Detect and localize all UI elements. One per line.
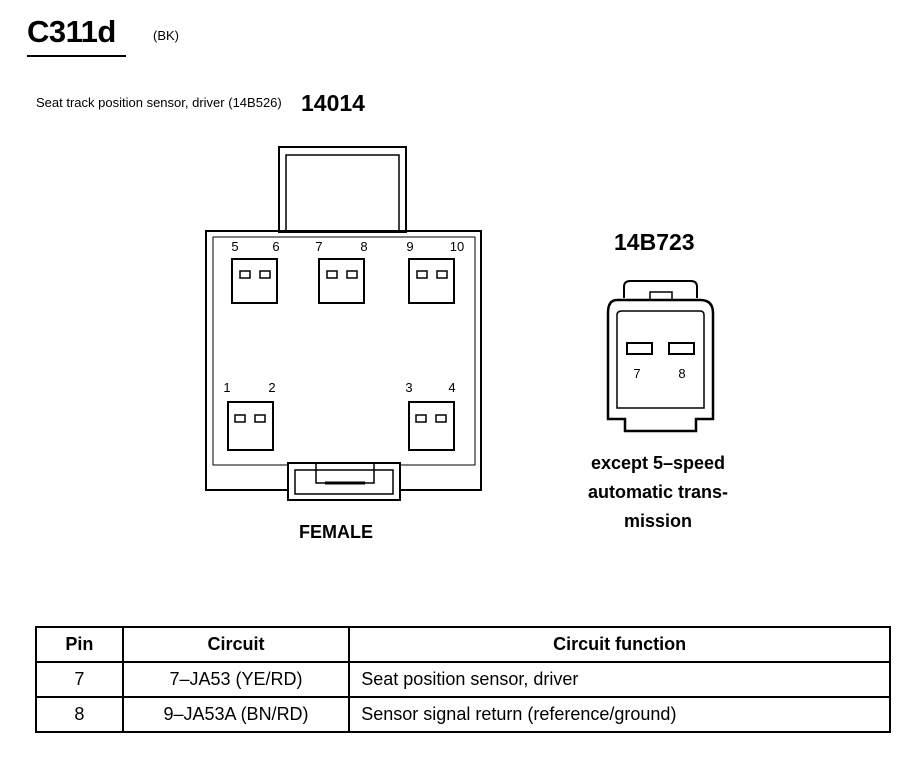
- pin-cell: 8: [35, 696, 124, 733]
- column-header-pin: Pin: [35, 626, 124, 663]
- pin-number-label: 8: [360, 239, 367, 254]
- alt-connector-inner: [616, 310, 705, 409]
- connector-gender-label: FEMALE: [299, 522, 373, 542]
- alt-pin-cavity-7: [626, 342, 653, 355]
- main-connector-top-latch-inner: [285, 154, 400, 233]
- table-header-row: Pin Circuit Circuit function: [35, 626, 891, 663]
- note-line: automatic trans-: [587, 482, 729, 502]
- table-row: 7 7–JA53 (YE/RD) Seat position sensor, d…: [35, 661, 891, 698]
- pin-number-label: 9: [406, 239, 413, 254]
- pin-number-label: 1: [223, 380, 230, 395]
- description-line: Seat track position: [36, 95, 143, 110]
- column-header-circuit: Circuit: [121, 626, 351, 663]
- description-line: sensor, driver: [146, 95, 225, 110]
- alt-connector-part-number: 14B723: [614, 229, 695, 255]
- note-line: mission: [623, 511, 693, 531]
- pin-number-label: 3: [405, 380, 412, 395]
- main-connector-inner-frame: [212, 236, 476, 466]
- circuit-cell: 7–JA53 (YE/RD): [121, 661, 351, 698]
- pin-number-label: 4: [448, 380, 455, 395]
- pin-cavity-7-8: [318, 258, 365, 304]
- connector-description: Seat track position sensor, driver (14B5…: [36, 92, 282, 114]
- circuit-cell: 9–JA53A (BN/RD): [121, 696, 351, 733]
- pin-cell: 7: [35, 661, 124, 698]
- main-connector-lock-tab-inner: [294, 469, 394, 495]
- note-line: except 5–speed: [590, 453, 726, 473]
- description-line: (14B526): [228, 95, 282, 110]
- main-connector-part-number: 14014: [301, 90, 365, 116]
- main-connector-top-latch: [278, 146, 407, 233]
- alt-connector-body: [606, 298, 715, 433]
- alt-pin-number-label: 7: [633, 366, 640, 381]
- table-row: 8 9–JA53A (BN/RD) Sensor signal return (…: [35, 696, 891, 733]
- connector-id: C311d: [27, 14, 116, 49]
- pin-number-label: 5: [231, 239, 238, 254]
- main-connector-face: [205, 146, 482, 501]
- column-header-circuit-function: Circuit function: [348, 626, 891, 663]
- circuit-function-cell: Seat position sensor, driver: [348, 661, 891, 698]
- alt-connector-face: [606, 280, 715, 433]
- pin-cavity-3-4: [408, 401, 455, 451]
- alt-pin-number-label: 8: [678, 366, 685, 381]
- pin-number-label: 2: [268, 380, 275, 395]
- circuit-function-cell: Sensor signal return (reference/ground): [348, 696, 891, 733]
- main-connector-body: [205, 230, 482, 491]
- pin-number-label: 10: [450, 239, 464, 254]
- connector-id-underline: [27, 55, 126, 57]
- connector-color-code: (BK): [153, 28, 179, 43]
- pin-cavity-9-10: [408, 258, 455, 304]
- pin-cavity-1-2: [227, 401, 274, 451]
- alt-connector-latch: [623, 280, 698, 298]
- pin-cavity-5-6: [231, 258, 278, 304]
- pin-circuit-table: Pin Circuit Circuit function 7 7–JA53 (Y…: [35, 626, 891, 733]
- pin-number-label: 7: [315, 239, 322, 254]
- pin-number-label: 6: [272, 239, 279, 254]
- alt-pin-cavity-8: [668, 342, 695, 355]
- alt-connector-note: except 5–speed automatic trans- mission: [560, 449, 756, 536]
